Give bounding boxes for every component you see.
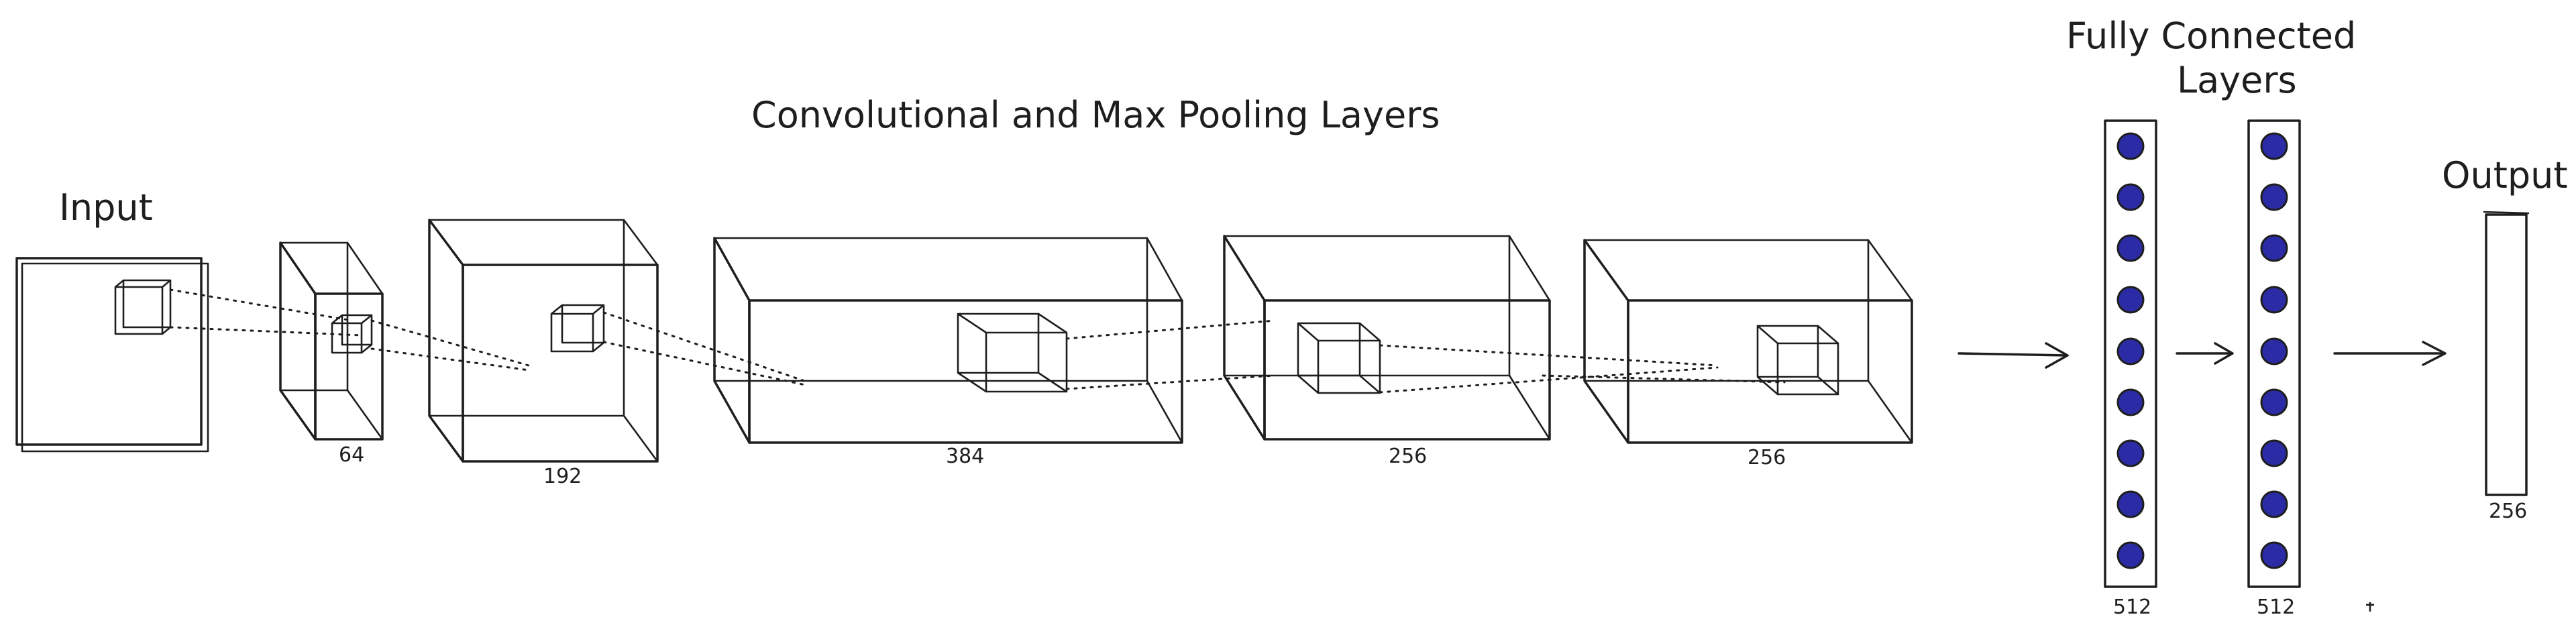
receptive-field-lines: [169, 288, 1786, 394]
input-kernel: [114, 279, 172, 335]
fc1-size-label: 512: [2113, 595, 2151, 619]
neuron: [2116, 183, 2145, 211]
conv4-volume: [1223, 235, 1551, 441]
fc2-layer: [2247, 119, 2301, 588]
conv2-depth-label: 192: [543, 465, 582, 488]
fc2-size-label: 512: [2257, 595, 2295, 619]
input-image: [15, 257, 209, 453]
neuron: [2116, 234, 2145, 262]
output-size-label: 256: [2489, 500, 2527, 523]
stray-mark: [2366, 602, 2374, 612]
neuron: [2116, 490, 2145, 518]
neuron: [2116, 439, 2145, 467]
conv5-depth-label: 256: [1748, 446, 1786, 469]
conv-section-title: Convolutional and Max Pooling Layers: [751, 94, 1440, 136]
neuron: [2260, 490, 2288, 518]
conv2-volume: [428, 219, 659, 463]
neuron: [2260, 388, 2288, 416]
fc1-neurons: [2116, 132, 2145, 569]
arrow-conv-to-fc: [1957, 342, 2069, 369]
neuron: [2260, 541, 2288, 569]
conv4-depth-label: 256: [1389, 445, 1427, 468]
neuron: [2260, 286, 2288, 314]
neuron: [2116, 388, 2145, 416]
fc2-neurons: [2260, 132, 2288, 569]
conv5-volume: [1583, 239, 1913, 444]
arrow-fc-to-output: [2333, 341, 2447, 366]
neuron: [2260, 234, 2288, 262]
neuron: [2260, 337, 2288, 365]
output-layer: [2483, 211, 2530, 496]
neuron: [2116, 286, 2145, 314]
arrow-fc1-to-fc2: [2176, 342, 2234, 365]
input-title: Input: [59, 186, 153, 229]
output-title: Output: [2442, 154, 2568, 196]
conv3-volume: [713, 237, 1183, 444]
fc-section-title-line1: Fully Connected: [2066, 15, 2356, 57]
conv1-volume: [279, 241, 384, 441]
neuron: [2116, 541, 2145, 569]
neuron: [2260, 132, 2288, 160]
neuron: [2260, 439, 2288, 467]
fc1-layer: [2104, 119, 2157, 588]
neuron: [2260, 183, 2288, 211]
conv1-depth-label: 64: [339, 443, 364, 467]
fc-section-title-line2: Layers: [2177, 59, 2297, 101]
neuron: [2116, 132, 2145, 160]
neuron: [2116, 337, 2145, 365]
conv3-depth-label: 384: [946, 445, 984, 468]
